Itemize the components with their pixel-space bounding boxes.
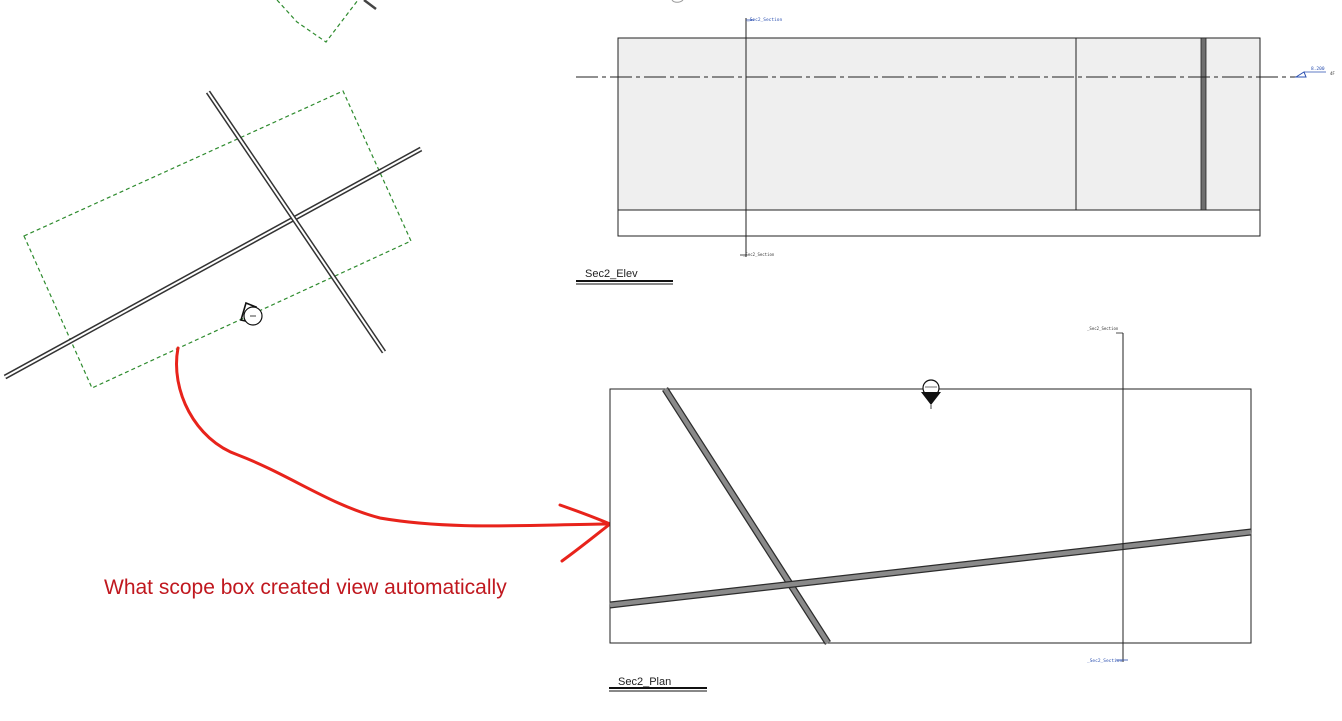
view-title-elev[interactable]: Sec2_Elev: [585, 268, 638, 280]
plan-wall-long-fill: [609, 529, 1252, 608]
elevation-view: 8.200 4F _Sec2_Section _Sec2_Section Sec…: [576, 17, 1335, 285]
level-head-icon[interactable]: [1294, 71, 1326, 78]
clipped-mark: [671, 0, 684, 3]
wall-line-cross-core: [207, 91, 385, 353]
section-tag-bottom-plan: _Sec2_Section: [1087, 658, 1123, 664]
elevation-base[interactable]: [617, 209, 1261, 237]
partial-grid-line[interactable]: [363, 0, 377, 10]
section-tag-bottom-elev: _Sec2_Section: [743, 252, 775, 257]
elevation-wall-cut[interactable]: [1200, 37, 1207, 211]
wall-line-long-core: [4, 148, 422, 378]
annotation-arrow: [175, 346, 612, 563]
scope-box[interactable]: [23, 90, 412, 389]
elevation-fill[interactable]: [617, 37, 1261, 211]
level-value: 8.200: [1311, 66, 1325, 72]
section-tag-top-elev: _Sec2_Section: [747, 17, 783, 23]
plan-crop-region[interactable]: [609, 388, 1252, 644]
plan-view: _Sec2_Section _Sec2_Section Sec2_Plan: [609, 326, 1252, 692]
annotation-text: What scope box created view automaticall…: [104, 576, 507, 599]
model-view: [3, 0, 423, 389]
level-name: 4F: [1330, 71, 1335, 76]
elevation-marker-icon[interactable]: [921, 379, 941, 409]
view-title-plan[interactable]: Sec2_Plan: [618, 676, 671, 688]
plan-wall-diagonal-fill: [663, 387, 830, 645]
scope-box-partial[interactable]: [276, 0, 359, 43]
section-tag-top-plan: _Sec2_Section: [1087, 326, 1119, 331]
section-head-icon[interactable]: [239, 301, 263, 326]
